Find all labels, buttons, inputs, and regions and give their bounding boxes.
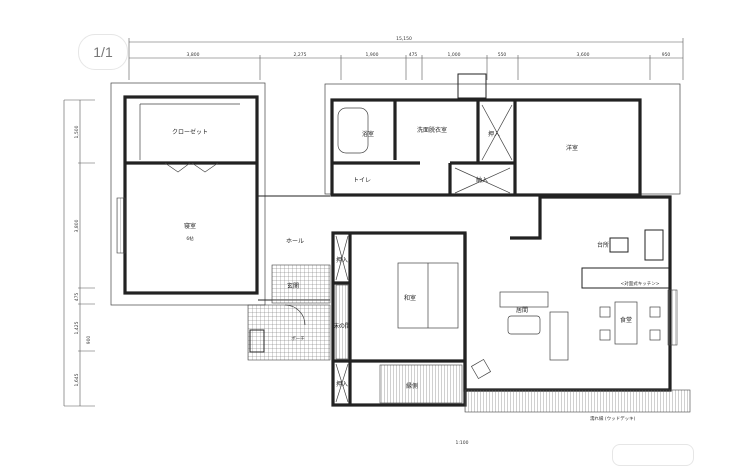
room-label-closet-left-lower: 押入 — [336, 380, 348, 388]
room-label-porch: ポーチ — [291, 335, 305, 342]
dim-seg: 1,645 — [74, 373, 80, 386]
room-label-hall: ホール — [286, 238, 304, 245]
floor-plan-drawing: 15,150 3,800 2,275 1,900 475 1,000 550 3… — [63, 36, 691, 446]
top-dimension-lines: 15,150 3,800 2,275 1,900 475 1,000 550 3… — [128, 36, 684, 80]
upper-block: 浴室 洗面脱衣室 トイレ 押入 納入 洋室 — [324, 73, 681, 197]
room-label-closet-left-upper: 押入 — [336, 256, 348, 264]
room-label-dining: 食堂 — [620, 316, 632, 324]
room-label-washroom: 洗面脱衣室 — [417, 126, 447, 134]
drawing-scale: 1:100 — [456, 440, 469, 446]
dim-seg: 3,800 — [74, 219, 80, 232]
japanese-room-block: 押入 床の間 押入 和室 縁側 — [331, 231, 467, 407]
room-size-bedroom: 6帖 — [186, 235, 194, 242]
dim-seg: 1,900 — [366, 52, 379, 58]
kitchen-counter-label: <対面式キッチン> — [620, 280, 659, 287]
entrance-area: ホール 玄関 ポーチ — [247, 195, 331, 361]
dim-seg: 475 — [409, 52, 418, 58]
deck-note: 濡れ縁 (ウッドデッキ) — [590, 415, 636, 422]
dim-seg: 3,800 — [187, 52, 200, 58]
ldk-block: 居間 食堂 台所 <対面式キッチン> — [463, 195, 678, 392]
dim-seg: 950 — [662, 52, 671, 58]
room-label-tokonoma: 床の間 — [333, 322, 351, 330]
room-label-closet: クローゼット — [172, 128, 208, 136]
room-label-kitchen: 台所 — [597, 241, 609, 249]
page-toolbar-edge — [612, 444, 694, 466]
dim-seg: 1,000 — [448, 52, 461, 58]
page-indicator: 1/1 — [78, 34, 128, 70]
dim-seg: 900 — [86, 336, 92, 345]
room-label-toilet: トイレ — [353, 177, 371, 184]
room-label-japanese-room: 和室 — [404, 294, 416, 302]
dim-seg: 2,275 — [294, 52, 307, 58]
room-label-storage-top: 押入 — [488, 130, 500, 138]
dim-seg: 1,500 — [74, 125, 80, 138]
total-width-dimension: 15,150 — [396, 36, 412, 42]
room-label-western-room: 洋室 — [566, 144, 578, 152]
left-dimension-lines: 1,500 3,800 475 1,425 900 1,645 — [63, 99, 95, 407]
room-label-living: 居間 — [516, 307, 528, 314]
dim-seg: 3,600 — [577, 52, 590, 58]
bedroom-block: クローゼット 寝室 6帖 — [110, 82, 266, 306]
room-label-bath: 浴室 — [362, 130, 374, 138]
room-label-storage-mid: 納入 — [476, 176, 488, 184]
room-label-bedroom: 寝室 — [184, 222, 196, 230]
dim-seg: 1,425 — [74, 321, 80, 334]
room-label-engawa: 縁側 — [406, 382, 418, 390]
wood-deck: 濡れ縁 (ウッドデッキ) — [464, 389, 691, 422]
dim-seg: 475 — [74, 293, 80, 302]
room-label-entrance: 玄関 — [287, 282, 299, 290]
dim-seg: 550 — [498, 52, 507, 58]
